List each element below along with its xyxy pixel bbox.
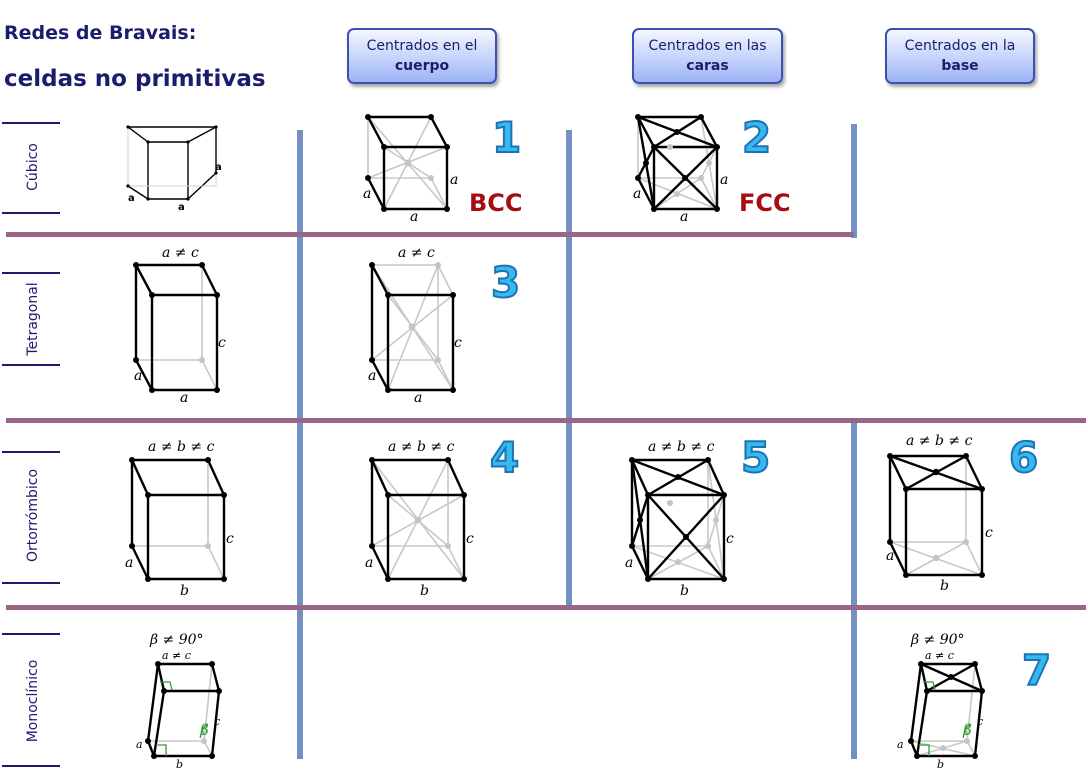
- edge-label-c: c: [977, 715, 983, 728]
- edge-label-a: a: [625, 555, 633, 571]
- edge-label-a-ne-c: a ≠ c: [162, 245, 199, 261]
- header-face-line-2: caras: [686, 58, 729, 74]
- edge-label-a-ne-b-ne-c: a ≠ b ≠ c: [906, 433, 973, 449]
- monoclinic-primitive-cell: β ≠ 90° a ≠ c β c a b: [136, 632, 222, 771]
- edge-label-a: a: [134, 368, 142, 384]
- edge-label-c: c: [726, 531, 734, 547]
- edge-label-a: a: [178, 202, 185, 213]
- row-marker: [2, 765, 60, 767]
- row-marker: [2, 364, 60, 366]
- header-base-line-2: base: [941, 58, 979, 74]
- orthorhombic-face-centered-cell: a ≠ b ≠ c c a b: [625, 439, 734, 599]
- header-face-line-1: Centrados en las: [648, 38, 767, 54]
- divider-vertical: [297, 130, 303, 759]
- header-base-line-1: Centrados en la: [904, 38, 1016, 54]
- divider-horizontal: [6, 605, 1086, 610]
- edge-label-a: a: [136, 738, 143, 751]
- beta-angle-label: β: [962, 721, 972, 739]
- row-marker: [2, 633, 60, 635]
- edge-label-a: a: [180, 390, 188, 406]
- lattice-number-2: 2: [741, 113, 772, 162]
- edge-label-a-ne-b-ne-c: a ≠ b ≠ c: [648, 439, 715, 455]
- lattice-number-7: 7: [1021, 646, 1052, 695]
- edge-label-b: b: [680, 583, 689, 599]
- edge-label-a: a: [414, 390, 422, 406]
- row-marker: [2, 451, 60, 453]
- lattice-number-6: 6: [1008, 433, 1039, 482]
- beta-angle-label: β: [199, 721, 209, 739]
- divider-horizontal: [6, 232, 854, 237]
- divider-vertical: [851, 124, 857, 238]
- row-marker: [2, 122, 60, 124]
- edge-label-a: a: [886, 548, 894, 564]
- fcc-label: FCC: [739, 189, 791, 217]
- fcc-cell: a a a: [633, 114, 728, 225]
- orthorhombic-body-centered-cell: a ≠ b ≠ c c a b: [365, 439, 474, 599]
- edge-label-c: c: [214, 715, 220, 728]
- edge-label-a: a: [128, 193, 135, 204]
- tetragonal-primitive-cell: a ≠ c c a a: [133, 245, 226, 406]
- edge-label-c: c: [226, 531, 234, 547]
- bcc-label: BCC: [469, 189, 523, 217]
- edge-label-a: a: [365, 555, 373, 571]
- edge-label-a: a: [125, 555, 133, 571]
- row-marker: [2, 582, 60, 584]
- orthorhombic-base-centered-cell: a ≠ b ≠ c c a b: [886, 433, 993, 594]
- edge-label-c: c: [985, 525, 993, 541]
- row-label-orthorhombic: Ortorrómbico: [25, 468, 41, 562]
- edge-label-c: c: [466, 531, 474, 547]
- edge-label-a: a: [410, 209, 418, 225]
- lattice-number-3: 3: [490, 258, 521, 307]
- header-body-line-1: Centrados en el: [366, 38, 478, 54]
- row-marker: [2, 272, 60, 274]
- edge-label-a: a: [897, 738, 904, 751]
- header-base-centered: Centrados en la base: [885, 28, 1035, 84]
- edge-label-a: a: [363, 186, 371, 202]
- row-label-monoclinic: Monoclínico: [25, 659, 41, 743]
- edge-label-a-ne-b-ne-c: a ≠ b ≠ c: [148, 439, 215, 455]
- edge-label-a: a: [680, 209, 688, 225]
- header-face-centered: Centrados en las caras: [632, 28, 783, 84]
- edge-label-a-ne-c: a ≠ c: [925, 649, 954, 662]
- edge-label-b: b: [937, 758, 944, 771]
- edge-label-a: a: [215, 162, 222, 173]
- edge-label-a: a: [633, 186, 641, 202]
- edge-label-b: b: [176, 758, 183, 771]
- row-label-cubic: Cúbico: [25, 143, 41, 191]
- edge-label-b: b: [420, 583, 429, 599]
- divider-horizontal: [6, 418, 1086, 423]
- edge-label-b: b: [940, 578, 949, 594]
- row-marker: [2, 212, 60, 214]
- edge-label-a-ne-c: a ≠ c: [162, 649, 191, 662]
- beta-ne-90-label: β ≠ 90°: [149, 632, 204, 648]
- title-line-2: celdas no primitivas: [4, 66, 266, 92]
- monoclinic-base-centered-cell: β ≠ 90° a ≠ c β c a b: [897, 632, 985, 771]
- header-body-line-2: cuerpo: [394, 58, 450, 74]
- header-body-centered: Centrados en el cuerpo: [347, 28, 497, 84]
- orthorhombic-primitive-cell: a ≠ b ≠ c c a b: [125, 439, 234, 599]
- lattice-number-4: 4: [489, 433, 520, 482]
- bcc-cell: a a a: [363, 114, 458, 225]
- edge-label-a-ne-c: a ≠ c: [398, 245, 435, 261]
- divider-vertical: [851, 423, 857, 759]
- edge-label-c: c: [218, 335, 226, 351]
- row-label-tetragonal: Tetragonal: [25, 282, 41, 356]
- lattice-number-1: 1: [491, 113, 522, 162]
- edge-label-b: b: [180, 583, 189, 599]
- edge-label-a: a: [450, 172, 458, 188]
- cubic-primitive-cell: a a a: [126, 125, 222, 213]
- edge-label-a-ne-b-ne-c: a ≠ b ≠ c: [388, 439, 455, 455]
- edge-label-a: a: [368, 368, 376, 384]
- edge-label-c: c: [454, 335, 462, 351]
- divider-vertical: [566, 130, 572, 607]
- title-line-1: Redes de Bravais:: [4, 22, 197, 44]
- beta-ne-90-label: β ≠ 90°: [910, 632, 965, 648]
- edge-label-a: a: [720, 172, 728, 188]
- tetragonal-body-centered-cell: a ≠ c c a a: [368, 245, 462, 406]
- lattice-number-5: 5: [740, 433, 771, 482]
